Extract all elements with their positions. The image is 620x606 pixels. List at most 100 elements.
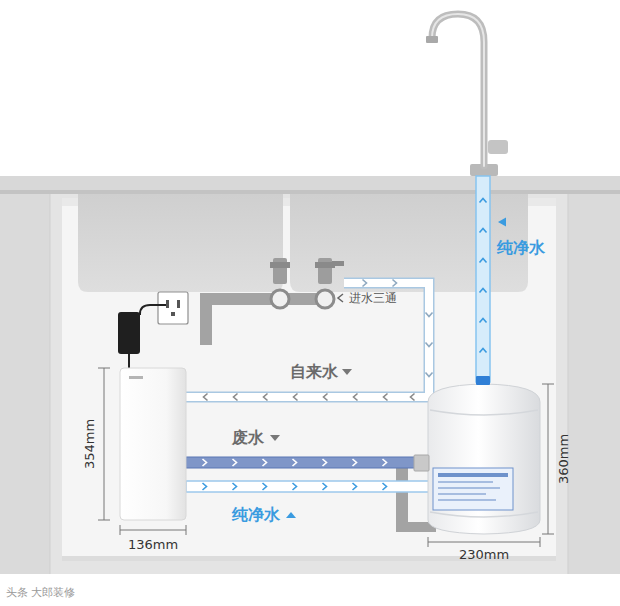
flow-arrow: [383, 483, 387, 490]
angle-valve: [318, 258, 332, 284]
flow-arrow: [323, 483, 327, 490]
flow-arrow: [426, 343, 433, 347]
dimension-tick: [542, 534, 554, 535]
sticker-bar: [438, 473, 508, 477]
flow-arrow: [293, 459, 297, 466]
outlet-slot: [177, 300, 180, 308]
tap-water-pipe: [186, 283, 429, 397]
flow-label: 纯净水: [232, 507, 280, 523]
flow-arrow: [393, 280, 397, 287]
flow-arrow: [480, 199, 487, 203]
dimension-label: 136mm: [128, 538, 178, 551]
flow-label: 废水: [232, 430, 264, 446]
flow-arrow: [323, 459, 327, 466]
sticker-line: [438, 481, 493, 483]
flow-arrow: [411, 394, 415, 401]
dimension-line: [120, 530, 186, 531]
flow-arrow: [363, 280, 367, 287]
tank-seam: [430, 410, 538, 415]
tee-outlet: [332, 261, 344, 266]
sticker-line: [438, 487, 500, 489]
angle-valve: [273, 258, 287, 284]
flow-label: 自来水: [290, 364, 338, 380]
dimension-tick: [428, 537, 429, 547]
tank-fitting: [476, 376, 490, 385]
dimension-tick: [542, 384, 554, 385]
flow-arrow: [480, 229, 487, 233]
dimension-label: 360mm: [557, 434, 570, 484]
flow-arrow: [203, 483, 207, 490]
cabinet-side-panel: [0, 192, 50, 574]
sticker-line: [438, 499, 496, 501]
valve-knob: [316, 290, 334, 308]
direction-marker: [342, 369, 352, 375]
tap-water-pipe-outline: [186, 283, 429, 397]
dimension-tick: [120, 525, 121, 535]
dimension-tick: [540, 537, 541, 547]
flow-arrow: [480, 319, 487, 323]
flow-arrow: [353, 459, 357, 466]
flow-arrow: [354, 394, 358, 401]
cabinet-side-panel: [568, 192, 620, 574]
flow-arrow: [480, 349, 487, 353]
tank-seam: [430, 512, 538, 517]
flow-arrow: [480, 289, 487, 293]
flow-arrow: [353, 483, 357, 490]
flow-arrow: [384, 394, 388, 401]
brand-mark: [129, 376, 143, 379]
flow-arrow: [480, 259, 487, 263]
cabinet-body: [0, 192, 620, 574]
direction-marker: [498, 218, 506, 227]
valve-knob: [271, 290, 289, 308]
drain-pipe: [396, 462, 408, 532]
faucet-neck: [432, 14, 484, 166]
flow-arrow: [203, 459, 207, 466]
pure-water-pipe: [186, 481, 430, 492]
dimension-line: [104, 368, 105, 520]
dimension-line: [548, 384, 549, 534]
wall-outlet: [158, 292, 188, 324]
waste-water-pipe: [186, 457, 416, 468]
flow-arrow: [264, 394, 268, 401]
tank-side-fitting: [414, 455, 429, 471]
dimension-tick: [186, 525, 187, 535]
dimension-label: 354mm: [83, 419, 96, 469]
flow-arrow: [426, 373, 433, 377]
power-adapter: [118, 312, 140, 354]
valve-nut: [270, 262, 290, 268]
pure-water-pipe: [476, 176, 490, 382]
dimension-line: [428, 542, 540, 543]
supply-pipe: [206, 299, 333, 345]
flow-arrow: [263, 459, 267, 466]
sink-basin: [78, 194, 283, 292]
outlet-slot: [166, 300, 169, 308]
flow-arrow: [426, 313, 433, 317]
countertop-edge: [0, 190, 620, 194]
sticker-line: [438, 493, 486, 495]
countertop: [0, 176, 620, 190]
panel-seam: [50, 192, 51, 574]
flow-arrow: [324, 394, 328, 401]
purifier-unit: [120, 368, 186, 520]
flow-arrow: [293, 483, 297, 490]
flow-arrow: [233, 459, 237, 466]
flow-arrow: [263, 483, 267, 490]
dimension-tick: [98, 368, 110, 369]
sink-basin: [290, 194, 528, 292]
dimension-tick: [98, 520, 110, 521]
direction-marker: [286, 512, 296, 518]
storage-tank: [428, 384, 540, 534]
tank-sticker: [433, 468, 513, 510]
direction-marker: [338, 294, 343, 302]
faucet-handle: [488, 140, 508, 154]
dimension-label: 230mm: [459, 548, 509, 561]
faucet-spout: [426, 36, 438, 43]
flow-arrow: [383, 459, 387, 466]
part-label: 进水三通: [349, 292, 397, 304]
flow-arrow: [204, 394, 208, 401]
faucet-highlight: [432, 14, 484, 166]
